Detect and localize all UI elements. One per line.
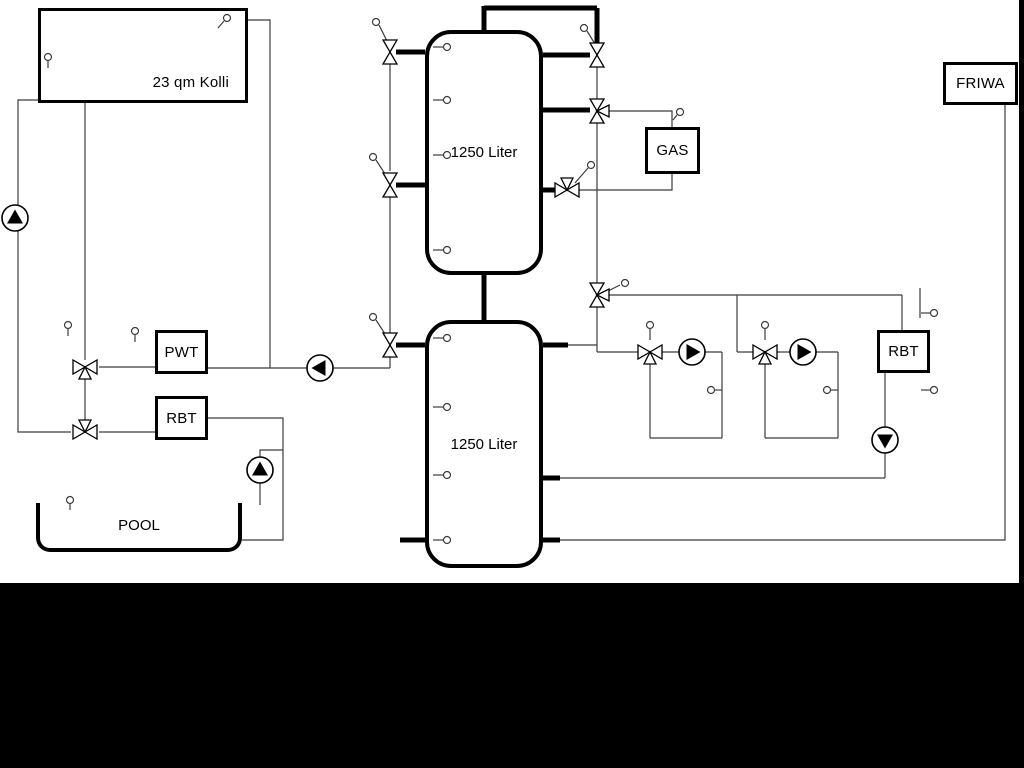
solar-collector-box: 23 qm Kolli (38, 8, 248, 103)
buffer-tank-top-label: 1250 Liter (450, 144, 518, 161)
rbt-right-box: RBT (877, 330, 930, 373)
rbt-left-label: RBT (166, 409, 197, 427)
buffer-tank-top: 1250 Liter (425, 30, 543, 275)
tank-charge-valve-1 (376, 38, 404, 71)
sensor-icon (706, 385, 722, 395)
rbt-right-label: RBT (888, 343, 919, 360)
hk1-mixer-valve (636, 338, 664, 371)
right-black-strip (1019, 0, 1024, 583)
friwa-station-box: FRIWA (943, 62, 1018, 105)
tank-top-valve (583, 41, 611, 74)
hk2-pump (788, 337, 818, 372)
tank-charge-valve-2 (376, 171, 404, 204)
rbt-return-pump (870, 425, 900, 460)
friwa-label: FRIWA (956, 75, 1005, 92)
pool-pump (245, 455, 275, 490)
gas-supply-threeway-valve (583, 97, 611, 130)
hk2-mixer-valve (751, 338, 779, 371)
buffer-tank-bottom: 1250 Liter (425, 320, 543, 568)
pool-label: POOL (118, 517, 160, 534)
gas-boiler-box: GAS (645, 127, 700, 174)
solar-collector-label: 23 qm Kolli (152, 74, 229, 91)
buffer-tank-bottom-label: 1250 Liter (450, 435, 518, 453)
solar-threeway-valve (71, 353, 99, 386)
hk1-pump (677, 337, 707, 372)
sensor-icon (822, 385, 838, 395)
sensor-icon (130, 326, 140, 342)
sensor-icon (921, 308, 939, 318)
tank-charge-valve-3 (376, 331, 404, 364)
pool-basin: POOL (36, 503, 242, 552)
gas-label: GAS (656, 142, 689, 159)
rbt-left-box: RBT (155, 396, 208, 440)
sensor-icon (921, 385, 939, 395)
sensor-icon (63, 320, 73, 336)
pwt-label: PWT (164, 343, 199, 361)
distribution-threeway-valve (583, 281, 611, 314)
charge-pump (305, 353, 335, 388)
gas-return-threeway-valve (553, 176, 581, 209)
bottom-black-mask (0, 583, 1024, 768)
solar-pump (0, 203, 30, 238)
pwt-heat-exchanger-box: PWT (155, 330, 208, 374)
pool-threeway-valve (71, 418, 99, 451)
sensor-icon (672, 107, 685, 121)
